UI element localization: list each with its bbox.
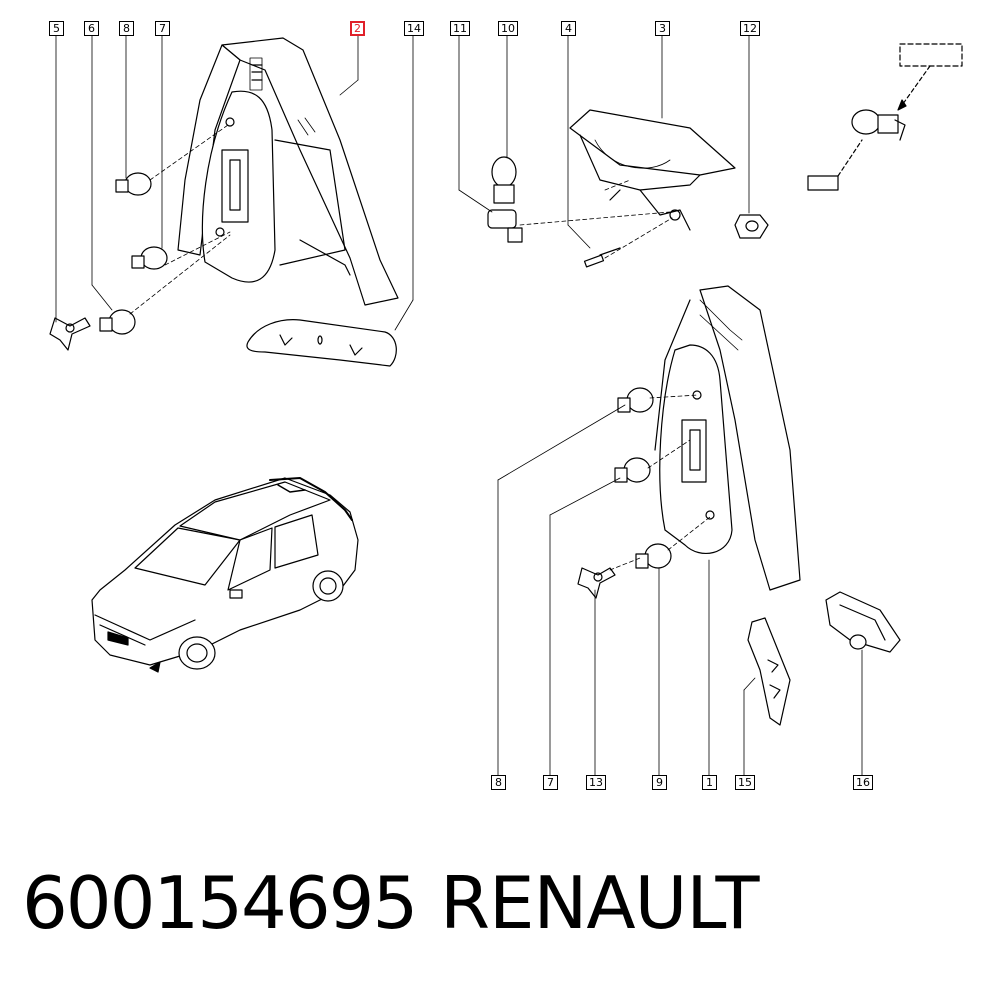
callout-4: 4 [561, 21, 576, 36]
callout-9: 9 [652, 775, 667, 790]
bulb-part-8-bottom [617, 387, 654, 413]
lamp-housing-part-3 [569, 109, 736, 231]
callout-15: 15 [735, 775, 755, 790]
side-marker-lamp-part-16 [825, 591, 901, 653]
plate-part-top-right [807, 139, 863, 191]
bulb-part-9 [635, 543, 672, 569]
callout-1: 1 [702, 775, 717, 790]
exploded-parts-diagram [49, 35, 963, 776]
bulb-holder-part-13 [577, 567, 616, 599]
leader-lines-top [55, 35, 750, 331]
grommet-part-12 [734, 214, 769, 239]
bulb-part-6-top [99, 309, 136, 335]
callout-13: 13 [586, 775, 606, 790]
callout-11: 11 [450, 21, 470, 36]
callout-7-bottom: 7 [543, 775, 558, 790]
tail-lamp-assembly-right [654, 285, 801, 591]
bulb-part-7-top [131, 246, 168, 270]
screw-part-4 [583, 247, 621, 268]
leader-lines-bottom [497, 394, 863, 776]
car-illustration [91, 477, 359, 673]
callout-16: 16 [853, 775, 873, 790]
callout-10: 10 [498, 21, 518, 36]
callout-6: 6 [84, 21, 99, 36]
brand-name: RENAULT [440, 861, 760, 945]
tail-lamp-assembly-left [177, 37, 399, 306]
trim-strip-part-14 [246, 319, 397, 367]
bulb-part-top-right [851, 109, 906, 141]
callout-8: 8 [119, 21, 134, 36]
callout-2-highlighted: 2 [350, 21, 365, 36]
bulb-holder-part-5 [49, 317, 91, 351]
lamp-socket-part-11 [487, 209, 523, 243]
callout-14: 14 [404, 21, 424, 36]
callout-3: 3 [655, 21, 670, 36]
bulb-part-8-top [115, 172, 152, 196]
callout-7: 7 [155, 21, 170, 36]
optional-part-dashed-box [897, 43, 963, 111]
callout-5: 5 [49, 21, 64, 36]
trim-piece-part-15 [747, 617, 791, 726]
callout-12: 12 [740, 21, 760, 36]
callout-8-bottom: 8 [491, 775, 506, 790]
bulb-part-7-bottom [614, 457, 651, 483]
bulb-part-10 [491, 156, 517, 204]
part-number: 600154695 [22, 861, 418, 945]
